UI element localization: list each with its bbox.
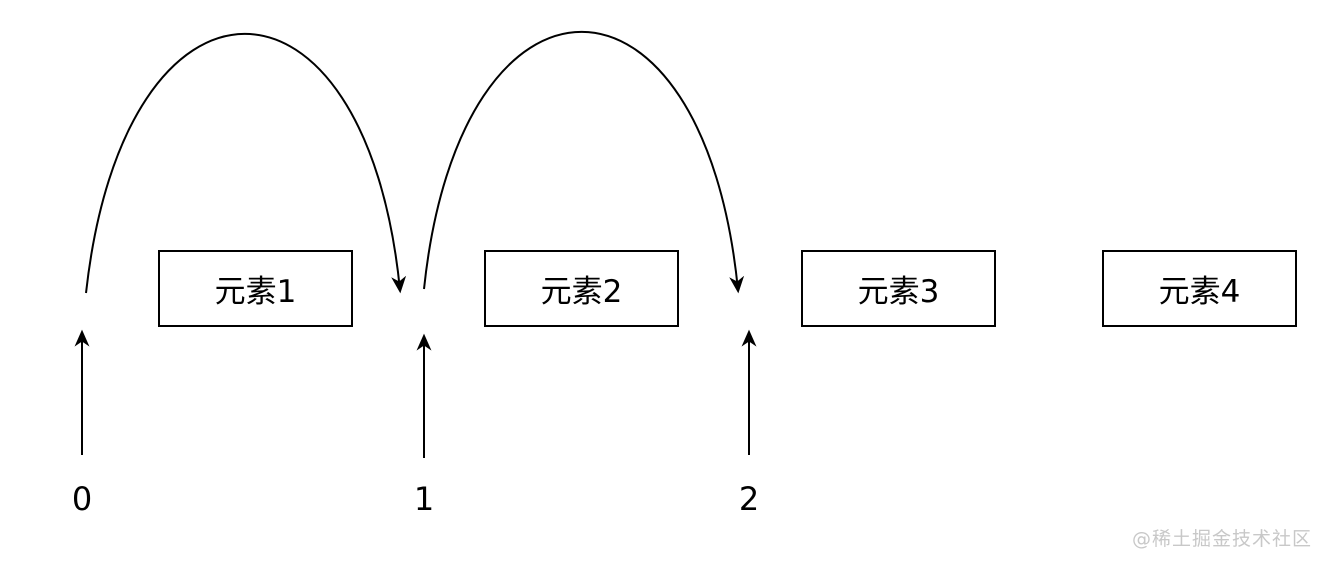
element-box-2: 元素2 bbox=[484, 250, 679, 327]
element-box-1: 元素1 bbox=[158, 250, 353, 327]
element-label-2: 元素2 bbox=[540, 274, 623, 310]
element-box-3: 元素3 bbox=[801, 250, 996, 327]
watermark-text: @稀土掘金技术社区 bbox=[1131, 528, 1312, 550]
index-label-2: 2 bbox=[738, 480, 760, 518]
index-label-1: 1 bbox=[413, 480, 435, 518]
element-box-4: 元素4 bbox=[1102, 250, 1297, 327]
index-label-0: 0 bbox=[71, 480, 93, 518]
element-label-1: 元素1 bbox=[214, 274, 297, 310]
element-label-4: 元素4 bbox=[1158, 274, 1241, 310]
jump-arc-0-to-1-icon bbox=[85, 33, 407, 294]
element-label-3: 元素3 bbox=[857, 274, 940, 310]
jump-arc-1-to-2-icon bbox=[423, 31, 745, 294]
